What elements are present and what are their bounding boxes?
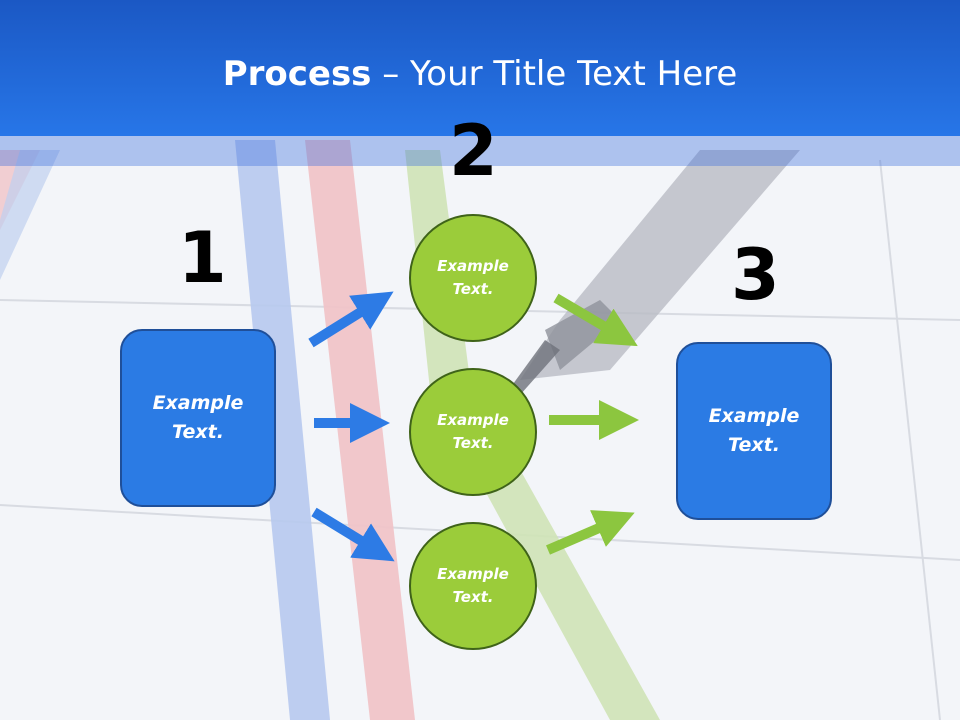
slide-title: Process – Your Title Text Here	[0, 52, 960, 96]
left-box-text: Example Text.	[152, 392, 244, 443]
right-box-text: Example Text.	[708, 405, 800, 456]
arrow-blue-down	[311, 507, 395, 562]
step-number-1: 1	[178, 217, 227, 299]
right-process-box: Example Text.	[676, 342, 832, 520]
circle-top: Example Text.	[409, 214, 537, 342]
circle-bottom: Example Text.	[409, 522, 537, 650]
step-number-3: 3	[731, 234, 780, 316]
left-process-box: Example Text.	[120, 329, 276, 507]
step-number-2: 2	[449, 110, 498, 192]
arrow-green-up	[546, 510, 635, 555]
header-bar	[0, 0, 960, 136]
arrow-green-down	[553, 293, 638, 347]
circle-middle-text: Example Text.	[437, 411, 509, 452]
header-strip	[0, 136, 960, 166]
title-rest: – Your Title Text Here	[371, 54, 738, 94]
circle-bottom-text: Example Text.	[437, 565, 509, 606]
arrow-blue-up	[308, 291, 394, 348]
title-bold: Process	[222, 54, 372, 94]
circle-top-text: Example Text.	[437, 257, 509, 298]
circle-middle: Example Text.	[409, 368, 537, 496]
